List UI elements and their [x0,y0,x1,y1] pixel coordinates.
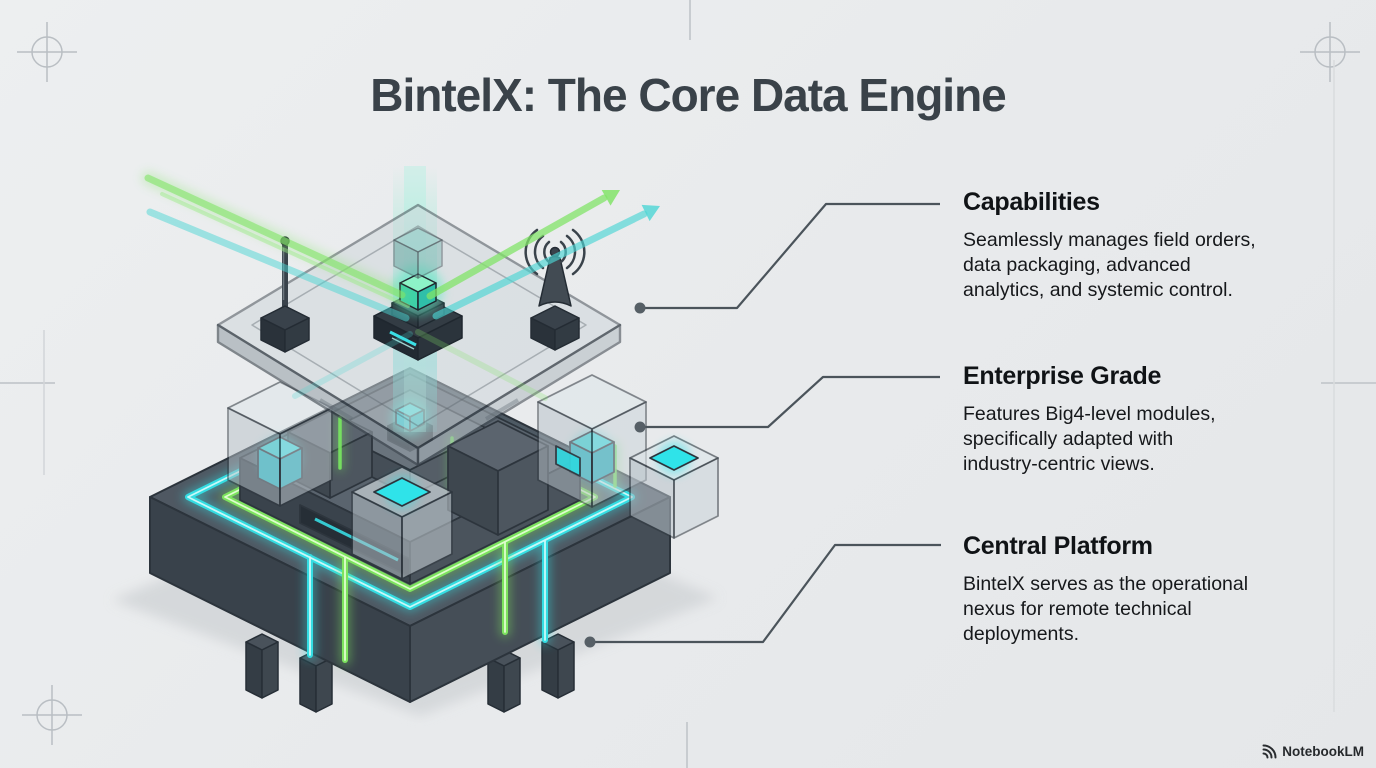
glass-cube [629,435,719,539]
connector-enterprise-grade [634,375,940,433]
connector-capabilities [634,202,940,314]
callout-connectors [584,202,941,648]
glass-cube [537,374,647,508]
annotation-body: BintelX serves as the operational nexus … [963,573,1249,645]
watermark: NotebookLM [1260,743,1364,760]
registration-mark-icon [22,685,82,745]
annotation-body: Features Big4-level modules, specificall… [963,403,1216,475]
connector-dot [634,302,646,314]
connector-dot [584,636,596,648]
glass-cube [351,466,453,580]
annotation-central-platform: Central Platform BintelX serves as the o… [963,532,1308,647]
floating-cube [393,227,443,279]
glass-cube [227,381,333,507]
registration-mark-icon [1300,22,1360,82]
annotation-heading: Enterprise Grade [963,362,1162,390]
connector-central-platform [584,543,941,648]
registration-mark-icon [17,22,77,82]
annotation-capabilities: Capabilities Seamlessly manages field or… [963,188,1308,303]
watermark-label: NotebookLM [1282,744,1364,759]
antenna-rod-icon [260,236,310,353]
annotation-body: Seamlessly manages field orders, data pa… [963,229,1256,301]
annotation-heading: Capabilities [963,188,1100,216]
annotation-enterprise-grade: Enterprise Grade Features Big4-level mod… [963,362,1308,477]
connector-dot [634,421,646,433]
page-title: BintelX: The Core Data Engine [370,69,1007,121]
annotation-heading: Central Platform [963,532,1153,560]
notebooklm-logo-icon [1262,744,1277,759]
data-flow-arrows-icon [141,171,660,401]
